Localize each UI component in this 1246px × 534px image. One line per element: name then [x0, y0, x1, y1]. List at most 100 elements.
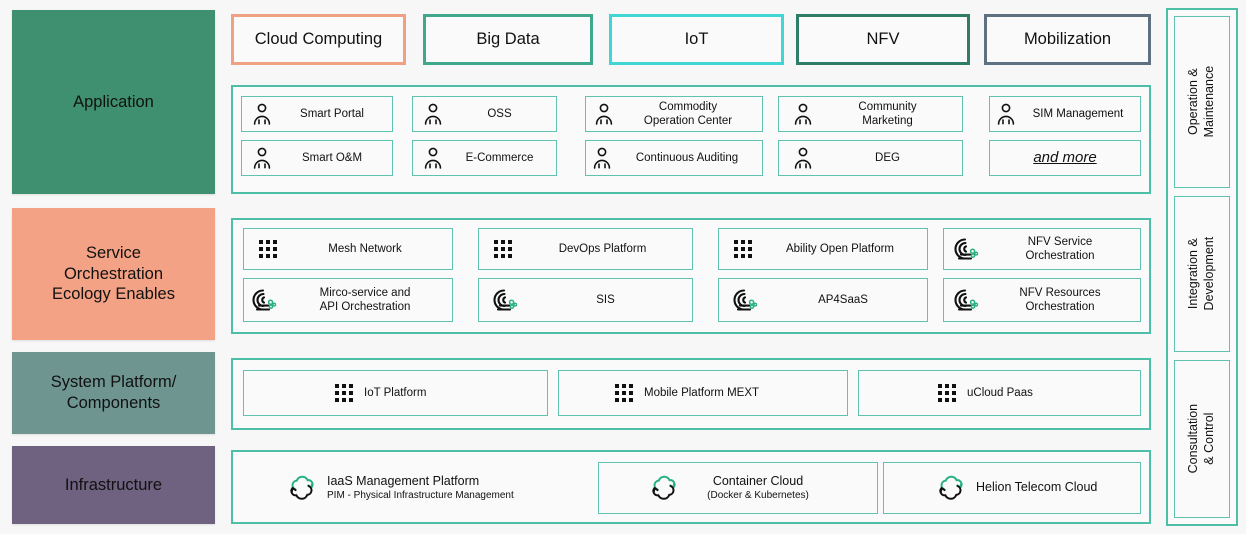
cloud-sync-icon — [287, 475, 317, 501]
service-item-label: SIS — [596, 293, 615, 306]
application-item-label: Commodity Operation Center — [643, 100, 733, 127]
service-item-microservice-api-orchestration[interactable]: Mirco-service and API Orchestration — [243, 278, 453, 322]
category-chip-label: NFV — [866, 30, 900, 48]
system-platform-panel: IoT Platform Mobile Platform MEXT uC — [231, 358, 1151, 430]
person-icon — [252, 147, 272, 169]
application-item-label: Smart Portal — [300, 107, 364, 120]
layer-label-application-text: Application — [73, 92, 154, 111]
application-item-label: and more — [1033, 148, 1097, 166]
grid-dots-icon — [614, 383, 634, 403]
category-chip-label: Cloud Computing — [254, 30, 383, 48]
person-icon — [594, 103, 614, 125]
service-item-nfv-resources-orchestration[interactable]: NFV Resources Orchestration — [943, 278, 1141, 322]
grid-dots-icon — [493, 239, 513, 259]
layer-label-system: System Platform/ Components — [12, 352, 215, 434]
application-item-label: Smart O&M — [301, 151, 363, 164]
category-chip-mobilization[interactable]: Mobilization — [984, 14, 1151, 65]
service-item-label: DevOps Platform — [558, 242, 647, 255]
cloud-sync-icon — [936, 475, 966, 501]
sidebar-item-consultation-control[interactable]: Consultation & Control — [1174, 360, 1230, 518]
application-item-smart-om[interactable]: Smart O&M — [241, 140, 393, 176]
grid-dots-icon — [334, 383, 354, 403]
service-item-label: NFV Resources Orchestration — [1019, 286, 1101, 313]
service-item-mesh-network[interactable]: Mesh Network — [243, 228, 453, 270]
application-item-commodity-operation-center[interactable]: Commodity Operation Center — [585, 96, 763, 132]
service-orchestration-panel: Mesh Network DevOps Platform Ability — [231, 218, 1151, 334]
layer-label-infrastructure: Infrastructure — [12, 446, 215, 524]
service-item-ability-open-platform[interactable]: Ability Open Platform — [718, 228, 928, 270]
infrastructure-item-title: Helion Telecom Cloud — [976, 480, 1098, 495]
service-item-label: AP4SaaS — [818, 293, 868, 306]
application-item-label: OSS — [487, 107, 512, 120]
orchestration-icon — [954, 237, 980, 261]
layer-label-system-text: System Platform/ Components — [50, 373, 177, 412]
sidebar-item-integration-development[interactable]: Integration & Development — [1174, 196, 1230, 352]
person-icon — [793, 103, 813, 125]
infrastructure-item-subtitle: PIM - Physical Infrastructure Management — [327, 489, 514, 501]
orchestration-icon — [252, 288, 278, 312]
service-item-label: Ability Open Platform — [785, 242, 894, 255]
system-item-ucloud-paas[interactable]: uCloud Paas — [858, 370, 1141, 416]
system-item-iot-platform[interactable]: IoT Platform — [243, 370, 548, 416]
category-chip-label: Big Data — [476, 30, 540, 48]
person-icon — [996, 103, 1016, 125]
category-chip-big-data[interactable]: Big Data — [423, 14, 593, 65]
infrastructure-item-title: IaaS Management Platform — [327, 474, 480, 489]
application-item-smart-portal[interactable]: Smart Portal — [241, 96, 393, 132]
category-chip-cloud-computing[interactable]: Cloud Computing — [231, 14, 406, 65]
application-item-oss[interactable]: OSS — [412, 96, 557, 132]
service-item-ap4saas[interactable]: AP4SaaS — [718, 278, 928, 322]
service-item-label: Mesh Network — [328, 242, 402, 255]
application-item-deg[interactable]: DEG — [778, 140, 963, 176]
grid-dots-icon — [733, 239, 753, 259]
person-icon — [423, 147, 443, 169]
grid-dots-icon — [937, 383, 957, 403]
application-item-community-marketing[interactable]: Community Marketing — [778, 96, 963, 132]
system-item-mobile-platform-mext[interactable]: Mobile Platform MEXT — [558, 370, 848, 416]
cloud-sync-icon — [649, 475, 679, 501]
application-item-label: E-Commerce — [465, 151, 534, 164]
infrastructure-item-iaas-management-platform[interactable]: IaaS Management Platform PIM - Physical … — [251, 462, 596, 514]
layer-label-application: Application — [12, 10, 215, 194]
orchestration-icon — [493, 288, 519, 312]
application-item-continuous-auditing[interactable]: Continuous Auditing — [585, 140, 763, 176]
service-item-nfv-service-orchestration[interactable]: NFV Service Orchestration — [943, 228, 1141, 270]
layer-label-service-text: Service Orchestration Ecology Enables — [52, 244, 175, 304]
service-item-label: NFV Service Orchestration — [1025, 235, 1095, 262]
service-item-devops-platform[interactable]: DevOps Platform — [478, 228, 693, 270]
person-icon — [793, 147, 813, 169]
application-item-label: DEG — [875, 151, 900, 164]
category-chip-iot[interactable]: IoT — [609, 14, 784, 65]
application-item-sim-management[interactable]: SIM Management — [989, 96, 1141, 132]
person-icon — [592, 147, 612, 169]
sidebar-item-operation-maintenance[interactable]: Operation & Maintenance — [1174, 16, 1230, 188]
sidebar-item-label: Integration & Development — [1186, 237, 1216, 311]
infrastructure-panel: IaaS Management Platform PIM - Physical … — [231, 450, 1151, 524]
orchestration-icon — [733, 288, 759, 312]
sidebar-item-label: Consultation & Control — [1186, 404, 1216, 474]
application-item-e-commerce[interactable]: E-Commerce — [412, 140, 557, 176]
service-item-sis[interactable]: SIS — [478, 278, 693, 322]
infrastructure-item-helion-telecom-cloud[interactable]: Helion Telecom Cloud — [883, 462, 1141, 514]
infrastructure-item-title: Container Cloud — [712, 474, 804, 489]
layer-label-service: Service Orchestration Ecology Enables — [12, 208, 215, 340]
category-chip-nfv[interactable]: NFV — [796, 14, 970, 65]
infrastructure-item-subtitle: (Docker & Kubernetes) — [707, 489, 809, 501]
application-panel: Smart Portal OSS — [231, 85, 1151, 194]
orchestration-icon — [954, 288, 980, 312]
service-item-label: Mirco-service and API Orchestration — [319, 286, 411, 313]
system-item-label: IoT Platform — [364, 386, 427, 399]
sidebar-item-label: Operation & Maintenance — [1186, 66, 1217, 138]
person-icon — [423, 103, 443, 125]
application-item-label: Community Marketing — [858, 100, 917, 127]
application-item-label: Continuous Auditing — [635, 151, 739, 164]
layer-label-infrastructure-text: Infrastructure — [64, 475, 163, 494]
system-item-label: uCloud Paas — [967, 386, 1033, 399]
application-item-and-more[interactable]: and more — [989, 140, 1141, 176]
grid-dots-icon — [258, 239, 278, 259]
category-chip-label: Mobilization — [1023, 30, 1112, 48]
infrastructure-item-container-cloud[interactable]: Container Cloud (Docker & Kubernetes) — [598, 462, 878, 514]
application-item-label: SIM Management — [1032, 107, 1124, 120]
system-item-label: Mobile Platform MEXT — [644, 386, 760, 399]
